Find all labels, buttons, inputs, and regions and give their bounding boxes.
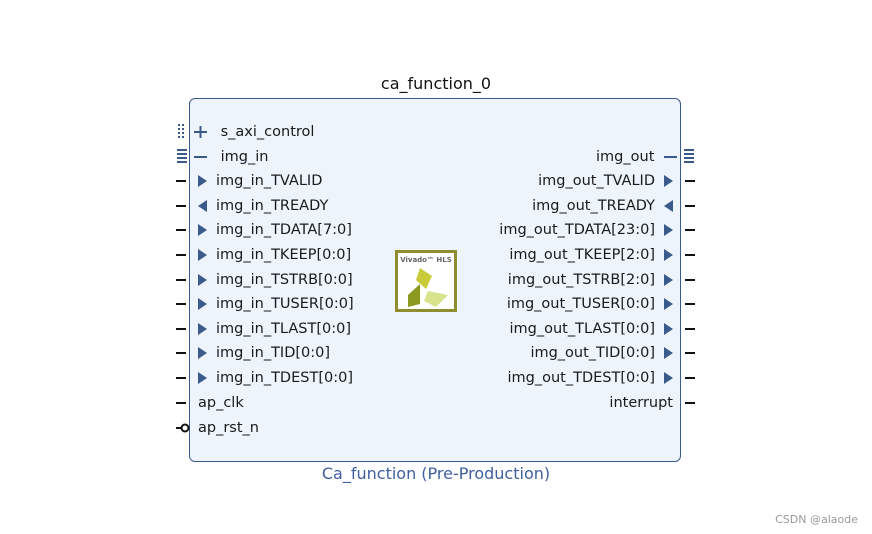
pin-stub bbox=[176, 352, 186, 354]
pin-stub bbox=[685, 352, 695, 354]
port-label: img_out_TUSER[0:0] bbox=[506, 296, 655, 312]
port-s-axi-control[interactable]: s_axi_control bbox=[176, 122, 314, 142]
port-img-in-tready[interactable]: img_in_TREADY bbox=[176, 196, 328, 216]
port-label: s_axi_control bbox=[220, 124, 315, 140]
output-arrow-icon bbox=[198, 200, 207, 212]
pin-stub bbox=[176, 328, 186, 330]
output-arrow-icon bbox=[664, 298, 673, 310]
port-label: img_out_TKEEP[2:0] bbox=[509, 247, 655, 263]
ip-title: Ca_function (Pre-Production) bbox=[321, 464, 551, 483]
output-arrow-icon bbox=[664, 175, 673, 187]
port-label: img_out_TDEST[0:0] bbox=[507, 370, 656, 386]
pin-stub bbox=[176, 279, 186, 281]
port-label: img_in_TKEEP[0:0] bbox=[216, 247, 352, 263]
port-label: ap_clk bbox=[198, 395, 244, 411]
port-img-in-tlast[interactable]: img_in_TLAST[0:0] bbox=[176, 319, 351, 339]
pin-stub bbox=[685, 303, 695, 305]
port-img-out-tdest[interactable]: img_out_TDEST[0:0] bbox=[507, 368, 695, 388]
port-label: img_in_TDATA[7:0] bbox=[216, 222, 352, 238]
bus-expanded-icon[interactable] bbox=[659, 148, 695, 166]
port-label: img_out_TVALID bbox=[538, 173, 655, 189]
active-low-reset-icon bbox=[176, 423, 190, 433]
port-label: img_in_TSTRB[0:0] bbox=[216, 272, 353, 288]
port-label: img_in_TVALID bbox=[216, 173, 323, 189]
pin-stub bbox=[176, 180, 186, 182]
port-label: img_out_TREADY bbox=[532, 198, 655, 214]
pin-stub bbox=[176, 229, 186, 231]
port-img-in-tvalid[interactable]: img_in_TVALID bbox=[176, 171, 322, 191]
input-arrow-icon bbox=[198, 298, 207, 310]
pin-stub bbox=[685, 254, 695, 256]
input-arrow-icon bbox=[198, 274, 207, 286]
port-img-in-tid[interactable]: img_in_TID[0:0] bbox=[176, 343, 330, 363]
pin-stub bbox=[685, 229, 695, 231]
pin-stub bbox=[176, 402, 186, 404]
pin-stub bbox=[176, 303, 186, 305]
input-arrow-icon bbox=[198, 224, 207, 236]
port-img-out-tvalid[interactable]: img_out_TVALID bbox=[538, 171, 695, 191]
port-img-in-tdest[interactable]: img_in_TDEST[0:0] bbox=[176, 368, 353, 388]
port-label: img_out_TID[0:0] bbox=[530, 345, 655, 361]
port-label: img_in_TDEST[0:0] bbox=[216, 370, 353, 386]
pin-stub bbox=[685, 328, 695, 330]
output-arrow-icon bbox=[664, 347, 673, 359]
port-img-in-tkeep[interactable]: img_in_TKEEP[0:0] bbox=[176, 245, 351, 265]
port-img-out-tuser[interactable]: img_out_TUSER[0:0] bbox=[507, 294, 695, 314]
port-label: img_in_TID[0:0] bbox=[216, 345, 331, 361]
port-label: img_in_TLAST[0:0] bbox=[216, 321, 351, 337]
port-label: img_in_TUSER[0:0] bbox=[216, 296, 354, 312]
watermark: CSDN @alaode bbox=[775, 513, 858, 526]
pin-stub bbox=[176, 205, 186, 207]
output-arrow-icon bbox=[664, 224, 673, 236]
port-img-out-tdata[interactable]: img_out_TDATA[23:0] bbox=[499, 220, 695, 240]
port-label: img_out_TDATA[23:0] bbox=[499, 222, 655, 238]
port-interrupt[interactable]: interrupt bbox=[609, 393, 695, 413]
port-label: interrupt bbox=[609, 395, 673, 411]
port-img-in-tstrb[interactable]: img_in_TSTRB[0:0] bbox=[176, 270, 353, 290]
input-arrow-icon bbox=[198, 323, 207, 335]
output-arrow-icon bbox=[664, 249, 673, 261]
pin-stub bbox=[685, 180, 695, 182]
port-img-in-tdata[interactable]: img_in_TDATA[7:0] bbox=[176, 220, 352, 240]
port-label: img_out_TLAST[0:0] bbox=[509, 321, 655, 337]
port-ap-rst-n[interactable]: ap_rst_n bbox=[176, 418, 259, 438]
port-img-in[interactable]: img_in bbox=[176, 147, 268, 167]
pin-stub bbox=[176, 254, 186, 256]
port-img-out-tstrb[interactable]: img_out_TSTRB[2:0] bbox=[508, 270, 695, 290]
port-label: img_out_TSTRB[2:0] bbox=[507, 272, 655, 288]
output-arrow-icon bbox=[664, 372, 673, 384]
pin-stub bbox=[685, 377, 695, 379]
pin-stub bbox=[176, 377, 186, 379]
pin-stub bbox=[685, 279, 695, 281]
port-ap-clk[interactable]: ap_clk bbox=[176, 393, 244, 413]
port-img-out-tready[interactable]: img_out_TREADY bbox=[532, 196, 695, 216]
port-label: img_out bbox=[596, 149, 655, 165]
pin-stub bbox=[685, 205, 695, 207]
port-img-out-tlast[interactable]: img_out_TLAST[0:0] bbox=[509, 319, 695, 339]
input-arrow-icon bbox=[198, 175, 207, 187]
port-img-in-tuser[interactable]: img_in_TUSER[0:0] bbox=[176, 294, 354, 314]
port-label: ap_rst_n bbox=[198, 420, 259, 436]
port-img-out[interactable]: img_out bbox=[596, 147, 695, 167]
port-label: img_in_TREADY bbox=[216, 198, 329, 214]
port-img-out-tkeep[interactable]: img_out_TKEEP[2:0] bbox=[509, 245, 695, 265]
logo-text: Vivado™ HLS bbox=[400, 256, 452, 264]
output-arrow-icon bbox=[664, 323, 673, 335]
port-label: img_in bbox=[220, 149, 269, 165]
output-arrow-icon bbox=[664, 274, 673, 286]
port-img-out-tid[interactable]: img_out_TID[0:0] bbox=[530, 343, 695, 363]
input-arrow-icon bbox=[198, 249, 207, 261]
input-arrow-icon bbox=[198, 372, 207, 384]
input-arrow-icon bbox=[664, 200, 673, 212]
vivado-hls-logo: Vivado™ HLS bbox=[395, 250, 457, 312]
pin-stub bbox=[685, 402, 695, 404]
bus-expanded-icon[interactable] bbox=[176, 148, 212, 166]
bus-collapsed-icon[interactable] bbox=[176, 123, 212, 141]
input-arrow-icon bbox=[198, 347, 207, 359]
instance-name: ca_function_0 bbox=[380, 74, 492, 93]
